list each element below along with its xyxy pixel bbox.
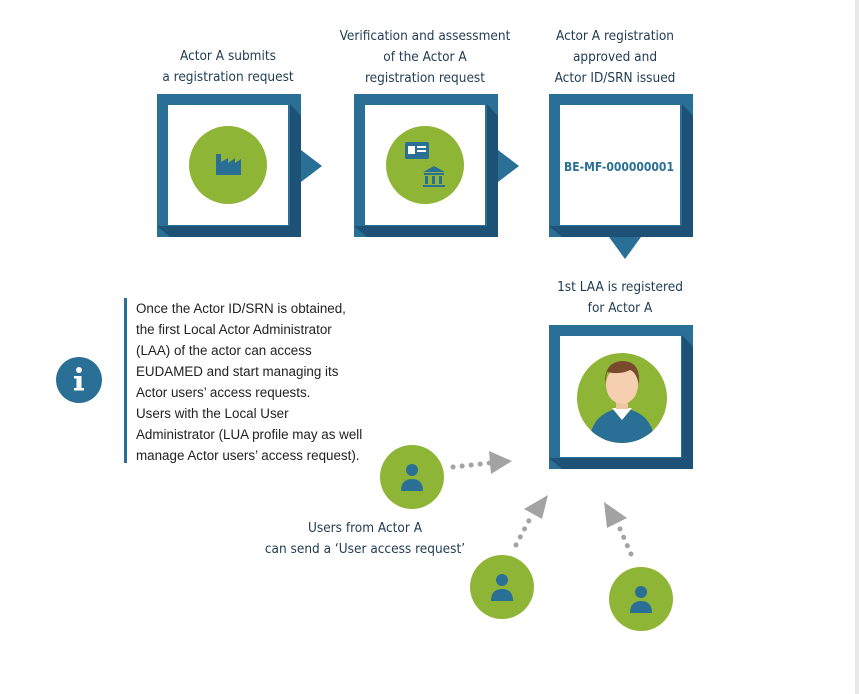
factory-icon	[216, 154, 241, 175]
step-2-box	[354, 94, 519, 237]
step-4-box	[549, 325, 693, 469]
step-1-label: Actor A submits a registration request	[162, 48, 294, 85]
users-label: Users from Actor A can send a ‘User acce…	[264, 520, 466, 557]
info-icon	[56, 357, 102, 403]
id-card-icon	[405, 142, 429, 159]
step-3-box: BE-MF-000000001	[549, 94, 693, 259]
user-2	[470, 555, 534, 619]
info-text: Once the Actor ID/SRN is obtained, the f…	[124, 298, 398, 463]
right-border	[855, 0, 859, 694]
administrator-avatar-icon	[589, 361, 655, 443]
step-2-label: Verification and assessment of the Actor…	[339, 28, 511, 86]
step-4-label: 1st LAA is registered for Actor A	[557, 279, 683, 316]
step-3-label: Actor A registration approved and Actor …	[554, 28, 676, 86]
bank-icon	[423, 166, 445, 187]
user-3	[609, 567, 673, 631]
user-1	[380, 445, 444, 509]
request-arrow-1	[450, 451, 512, 474]
step-1-box	[157, 94, 322, 237]
srn-number: BE-MF-000000001	[564, 160, 674, 174]
request-arrow-2	[513, 495, 548, 548]
user-icon	[491, 574, 513, 601]
request-arrow-3	[604, 502, 634, 557]
user-icon	[630, 586, 652, 613]
user-icon	[401, 464, 423, 491]
